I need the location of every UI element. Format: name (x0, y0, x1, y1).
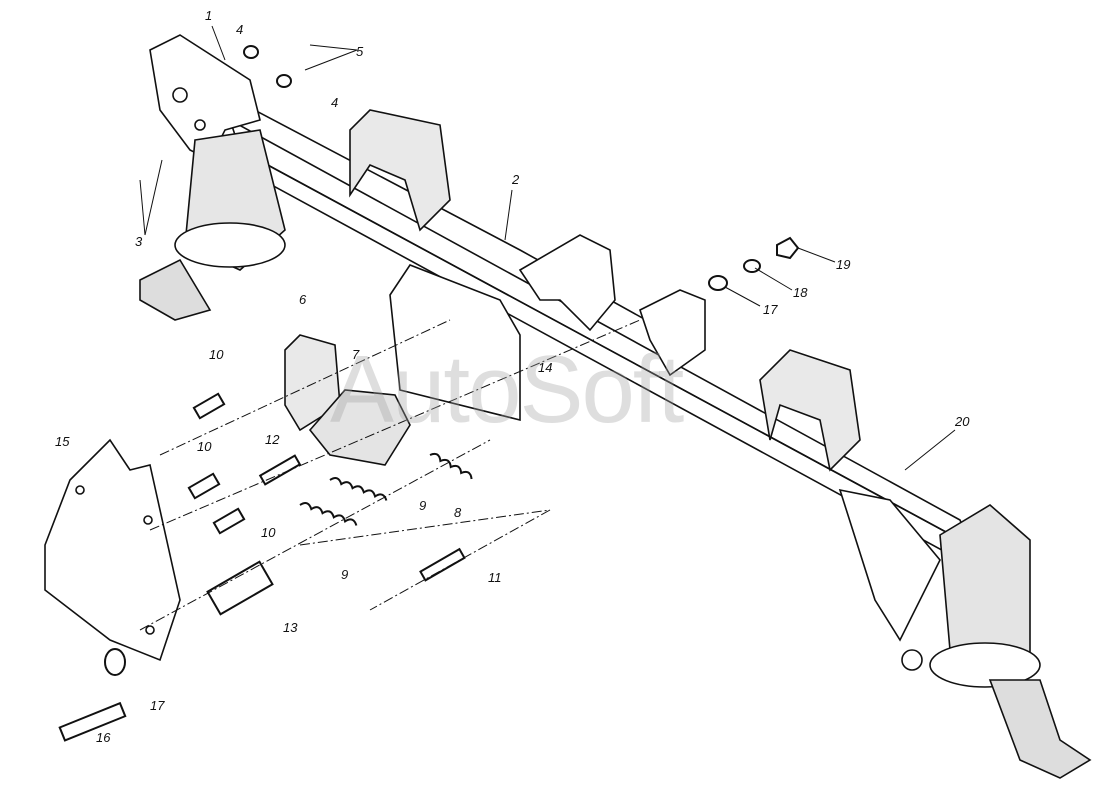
callout-7: 7 (352, 347, 360, 362)
left-bracket-assembly (139, 34, 286, 321)
callout-11: 11 (488, 570, 502, 585)
mounting-plate (44, 438, 181, 662)
callout-13: 13 (283, 620, 298, 635)
saddle-brackets (349, 109, 861, 472)
springs-and-pins (58, 45, 800, 742)
callout-10: 10 (209, 347, 224, 362)
callout-4-lower: 4 (331, 95, 339, 110)
assembly-center-lines (139, 319, 641, 631)
callout-14: 14 (538, 360, 553, 375)
callout-9: 9 (419, 498, 427, 513)
leader-lines (139, 25, 956, 471)
callout-2: 2 (512, 172, 520, 187)
callout-8: 8 (454, 505, 462, 520)
center-plates (284, 264, 521, 466)
callout-16: 16 (96, 730, 111, 745)
main-beam (228, 104, 972, 562)
watermark: AutoSoft (330, 336, 684, 443)
callout-19: 19 (836, 257, 851, 272)
callout-12: 12 (265, 432, 280, 447)
callout-10-c: 10 (261, 525, 276, 540)
callout-15: 15 (55, 434, 70, 449)
callout-4: 4 (236, 22, 244, 37)
callout-17: 17 (763, 302, 778, 317)
callout-1: 1 (205, 8, 213, 23)
callout-9-b: 9 (341, 567, 349, 582)
callout-10-b: 10 (197, 439, 212, 454)
callout-17-b: 17 (150, 698, 165, 713)
callout-18: 18 (793, 285, 808, 300)
callout-6: 6 (299, 292, 307, 307)
callout-20: 20 (955, 414, 970, 429)
callout-5: 5 (356, 44, 364, 59)
callout-3: 3 (135, 234, 143, 249)
right-leg-bracket (838, 488, 1092, 779)
